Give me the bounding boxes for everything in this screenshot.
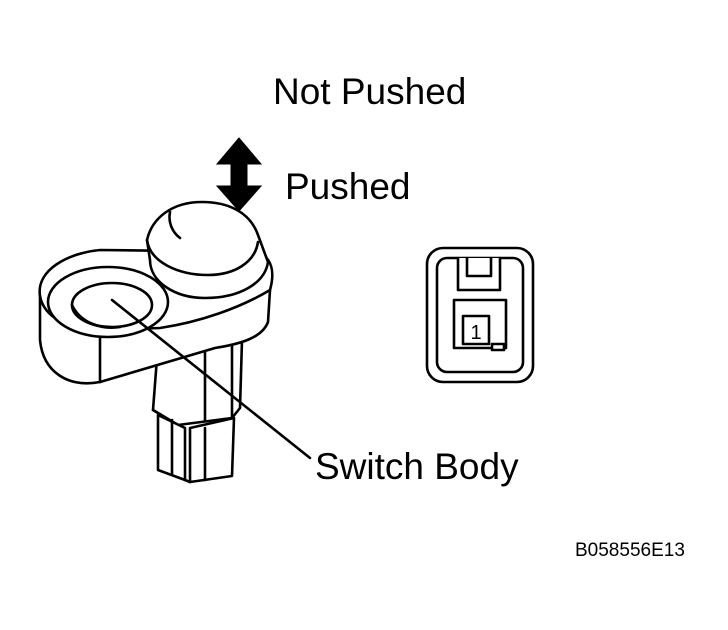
switch-body-leader-line bbox=[110, 298, 312, 460]
switch-plunger-hole bbox=[46, 265, 170, 339]
connector-pin-1: 1 bbox=[461, 314, 506, 352]
push-direction-arrow-icon bbox=[215, 137, 263, 212]
switch-terminal-pins bbox=[156, 413, 236, 484]
label-switch-body: Switch Body bbox=[315, 446, 519, 487]
label-not-pushed: Not Pushed bbox=[273, 71, 467, 112]
connector-pin-number: 1 bbox=[470, 322, 481, 344]
switch-button-cap bbox=[145, 200, 270, 300]
label-pushed: Pushed bbox=[285, 166, 411, 207]
figure-code: B058556E13 bbox=[575, 540, 685, 561]
